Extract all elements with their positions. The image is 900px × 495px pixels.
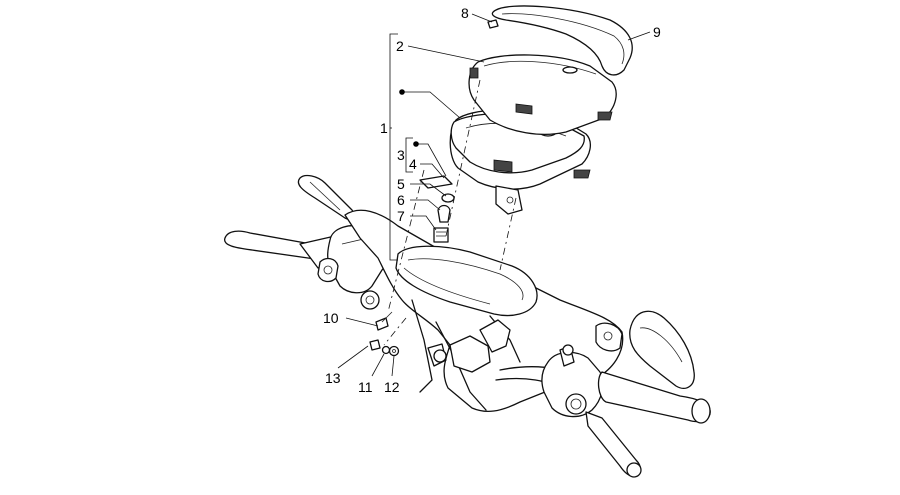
right-switch-housing (541, 351, 604, 418)
callout-12: 12 (384, 379, 400, 395)
pad-part-4 (419, 175, 453, 189)
callout-2: 2 (396, 38, 404, 54)
assembly-dot-1 (399, 89, 405, 95)
instrument-bezel (491, 5, 633, 76)
assembly-dot-3 (413, 141, 419, 147)
screw-part-8 (487, 19, 499, 29)
washer-part-11 (381, 345, 391, 355)
callout-6: 6 (397, 192, 405, 208)
washer-part-12 (388, 345, 400, 357)
bulb-part-6 (437, 204, 451, 223)
callout-5: 5 (397, 176, 405, 192)
callout-labels: 1 2 3 4 5 6 7 8 9 10 11 12 13 (323, 5, 661, 395)
handlebar-assembly (224, 174, 711, 478)
callout-13: 13 (325, 370, 341, 386)
bolt-part-13 (369, 339, 381, 351)
right-headlamp-cover (629, 310, 695, 389)
screw-part-10 (375, 317, 389, 331)
callout-8: 8 (461, 5, 469, 21)
washer-part-5 (441, 193, 455, 203)
callout-11: 11 (358, 379, 373, 395)
callout-10: 10 (323, 310, 339, 326)
callout-9: 9 (653, 24, 661, 40)
callout-3: 3 (397, 147, 405, 163)
callout-7: 7 (397, 208, 405, 224)
socket-part-7 (433, 227, 449, 243)
instrument-recess (395, 245, 538, 317)
small-parts (369, 19, 499, 357)
leader-lines (337, 13, 651, 377)
callout-4: 4 (409, 156, 417, 172)
instrument-housing (468, 54, 617, 135)
callout-1: 1 (380, 120, 388, 136)
assembly-guides (383, 79, 517, 346)
